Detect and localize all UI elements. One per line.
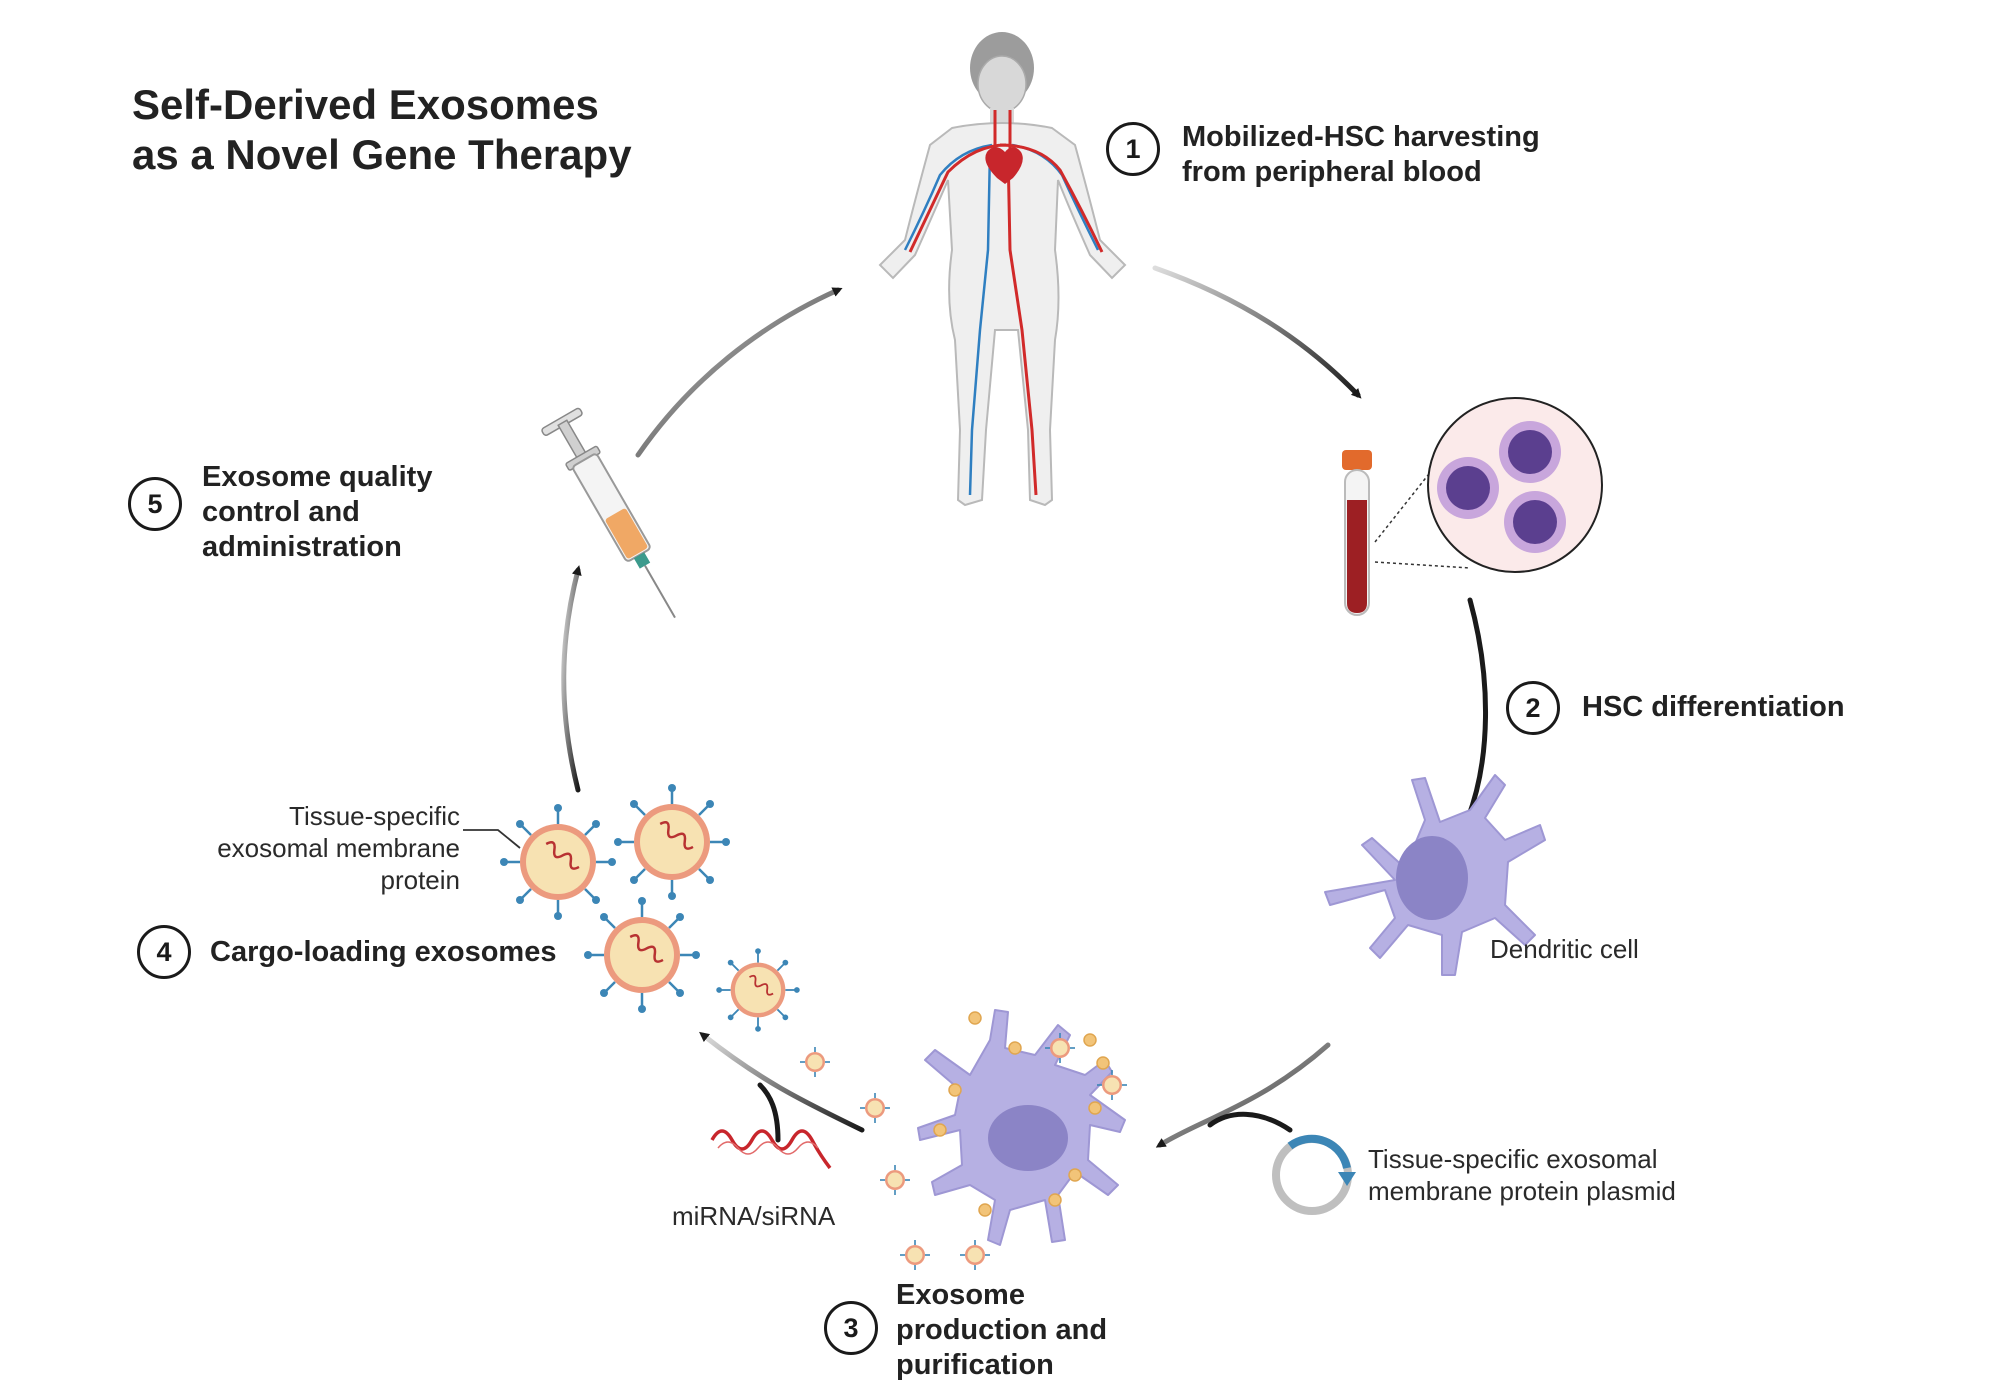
page-title-line-1: Self-Derived Exosomes: [132, 81, 599, 128]
heart-icon: [985, 147, 1023, 184]
step-4-label: Cargo-loading exosomes: [210, 935, 556, 970]
plasmid-label-line-2: membrane protein plasmid: [1368, 1176, 1676, 1206]
step-1-label: Mobilized-HSC harvesting from peripheral…: [1182, 120, 1540, 190]
arrow-rna-branch: [757, 1082, 781, 1143]
arrow-5-to-1: [635, 287, 843, 458]
step-2-line-1: HSC differentiation: [1582, 691, 1845, 723]
producing-cell-icon: [799, 1009, 1128, 1271]
syringe-icon: [541, 407, 676, 619]
exosome-icon: [498, 802, 618, 922]
step-4-line-1: Cargo-loading exosomes: [210, 936, 557, 968]
exosome-icon: [612, 782, 732, 902]
arrow-dc-to-3: [1155, 1042, 1331, 1148]
step-2-number: 2: [1506, 681, 1560, 735]
step-1-line-1: Mobilized-HSC harvesting: [1182, 121, 1540, 153]
step-5-label: Exosome quality control and administrati…: [202, 460, 432, 565]
step-3-line-2: production and: [896, 1314, 1108, 1346]
arrow-plasmid-branch: [1207, 1111, 1293, 1133]
step-3-number: 3: [824, 1301, 878, 1355]
step-1-number: 1: [1106, 122, 1160, 176]
dendritic-cell-icon: [1324, 774, 1546, 976]
mirna-label: miRNA/siRNA: [672, 1201, 836, 1231]
exosome-icon: [715, 947, 801, 1033]
step-3-label: Exosome production and purification: [896, 1278, 1107, 1383]
dendritic-cell-label: Dendritic cell: [1490, 934, 1639, 964]
membrane-protein-line-1: Tissue-specific: [289, 801, 460, 831]
plasmid-icon: [1272, 1134, 1356, 1215]
step-5-line-1: Exosome quality: [202, 461, 433, 493]
human-body-icon: [878, 32, 1127, 507]
page-title: Self-Derived Exosomes as a Novel Gene Th…: [132, 80, 632, 180]
step-2-label: HSC differentiation: [1582, 690, 1845, 725]
membrane-protein-label: Tissue-specific exosomal membrane protei…: [198, 800, 460, 896]
step-1-line-2: from peripheral blood: [1182, 156, 1482, 188]
arrow-1-to-2: [1152, 265, 1362, 399]
step-3-line-3: purification: [896, 1349, 1054, 1381]
step-5-number: 5: [128, 477, 182, 531]
cycle-arrows: [561, 265, 1488, 1148]
exosome-group: [463, 782, 801, 1033]
hsc-cells-icon: [1427, 397, 1603, 573]
step-5-line-3: administration: [202, 531, 402, 563]
plasmid-label-line-1: Tissue-specific exosomal: [1368, 1144, 1658, 1174]
arrow-3-to-4: [699, 1031, 865, 1133]
membrane-protein-line-2: exosomal membrane: [217, 833, 460, 863]
membrane-protein-line-3: protein: [380, 865, 461, 895]
step-5-line-2: control and: [202, 496, 360, 528]
step-3-line-1: Exosome: [896, 1279, 1025, 1311]
plasmid-label: Tissue-specific exosomal membrane protei…: [1368, 1143, 1676, 1207]
arrow-2-to-dc: [1465, 597, 1488, 823]
arrow-4-to-5: [561, 565, 582, 793]
blood-tube-icon: [1342, 450, 1471, 616]
membrane-protein-leader: [463, 829, 521, 849]
rna-strand-icon: [710, 1129, 832, 1170]
step-4-number: 4: [137, 925, 191, 979]
exosome-icon: [582, 895, 702, 1015]
page-title-line-2: as a Novel Gene Therapy: [132, 131, 632, 178]
